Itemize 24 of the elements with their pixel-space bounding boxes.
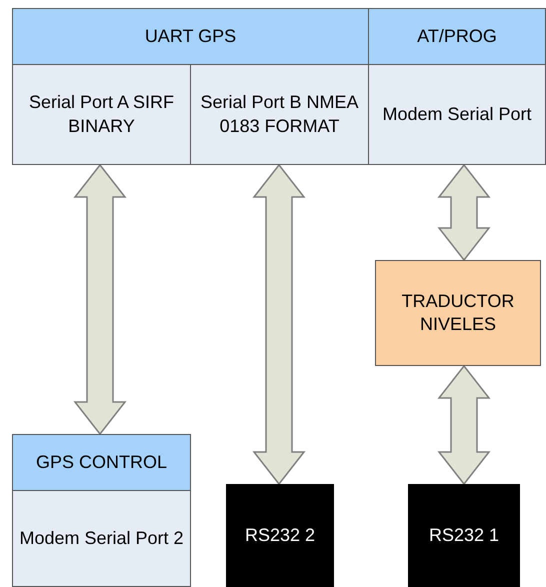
node-label: Serial Port B NMEA 0183 FORMAT [199, 91, 360, 138]
double-arrow [437, 364, 491, 486]
port-box [12, 490, 191, 587]
connector-box [408, 484, 520, 587]
double-arrow [437, 164, 491, 262]
header-box [12, 8, 369, 65]
node-label: GPS CONTROL [34, 450, 168, 474]
node-label: AT/PROG [416, 24, 498, 48]
process-box [375, 260, 541, 366]
node-label: Serial Port A SIRF BINARY [28, 91, 176, 138]
port-box [12, 64, 191, 165]
node-label: Modem Serial Port [381, 102, 533, 126]
node-label: Modem Serial Port 2 [18, 526, 185, 550]
double-arrow [73, 164, 127, 436]
header-box [368, 8, 546, 65]
node-label: RS232 2 [244, 524, 316, 547]
connector-box [226, 484, 334, 587]
node-label: UART GPS [144, 24, 238, 48]
node-label: RS232 1 [428, 524, 500, 547]
node-label: TRADUCTOR NIVELES [400, 290, 516, 336]
header-box [12, 434, 191, 491]
double-arrow [252, 164, 306, 486]
port-box [190, 64, 369, 165]
port-box [368, 64, 546, 165]
